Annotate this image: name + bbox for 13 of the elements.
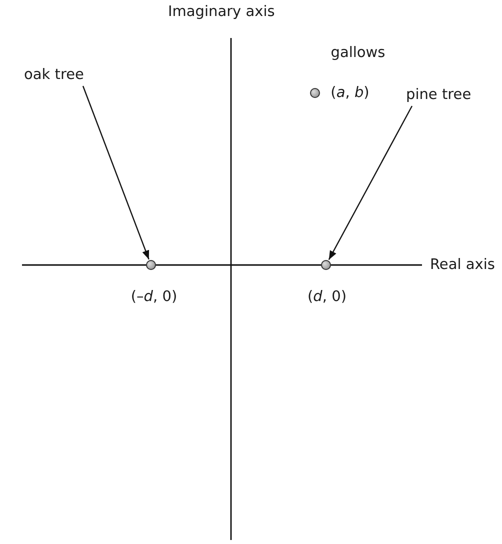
- point-label: gallows: [330, 44, 386, 62]
- arrow: [328, 106, 413, 260]
- arrow: [82, 86, 150, 260]
- point-label: oak tree: [24, 66, 84, 84]
- point-marker: [146, 260, 156, 270]
- point-label: (a, b): [330, 84, 370, 102]
- point-label: (d, 0): [308, 288, 346, 306]
- point-label: (–d, 0): [130, 288, 178, 306]
- point-marker: [321, 260, 331, 270]
- axis-label: Imaginary axis: [168, 3, 275, 21]
- axis-label: Real axis: [430, 256, 495, 274]
- point-marker: [310, 88, 320, 98]
- point-label: pine tree: [406, 86, 472, 104]
